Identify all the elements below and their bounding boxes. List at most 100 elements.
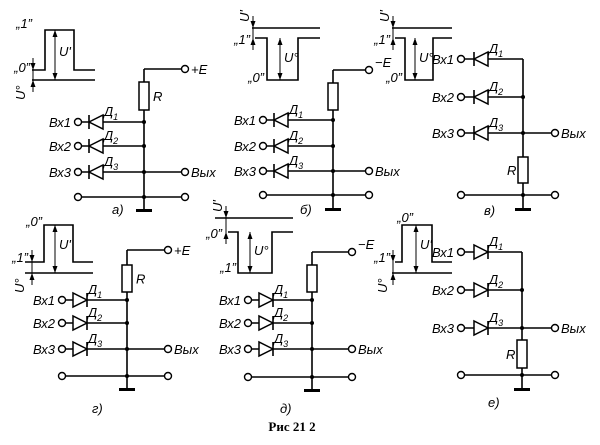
diode-icon bbox=[87, 113, 104, 131]
diode-label: Д2 bbox=[86, 305, 102, 323]
common-terminal bbox=[550, 370, 560, 380]
arrow-head bbox=[390, 255, 396, 262]
input-label: Вх2 bbox=[432, 90, 455, 105]
input-label: Вх1 bbox=[432, 52, 454, 67]
waveform-a: U'U°„1”„0” bbox=[13, 16, 95, 100]
input-terminal bbox=[73, 117, 83, 127]
input-terminal bbox=[57, 318, 67, 328]
ground-icon bbox=[119, 388, 135, 391]
supply-label: +E bbox=[174, 243, 191, 258]
panel-label: г) bbox=[92, 401, 103, 416]
diode-label: Д1 bbox=[487, 234, 503, 252]
input-label: Вх1 bbox=[33, 293, 55, 308]
arrow-head bbox=[29, 273, 35, 280]
common-terminal bbox=[57, 371, 67, 381]
input-terminal bbox=[73, 167, 83, 177]
level-0-label: „0” bbox=[247, 70, 265, 85]
diode-icon bbox=[272, 137, 289, 155]
u0-label: U° bbox=[419, 50, 434, 65]
common-terminal bbox=[364, 190, 374, 200]
input-label: Вх3 bbox=[49, 165, 72, 180]
waveform bbox=[395, 37, 452, 81]
u1-label: U' bbox=[59, 44, 71, 59]
figure-caption: Рис 21 2 bbox=[268, 419, 315, 434]
output-terminal bbox=[347, 344, 357, 354]
input-label: Вх2 bbox=[432, 283, 455, 298]
input-label: Вх1 bbox=[49, 115, 71, 130]
input-label: Вх1 bbox=[432, 245, 454, 260]
arrow-head bbox=[390, 273, 396, 280]
common-terminal bbox=[73, 192, 83, 202]
ground-icon bbox=[136, 209, 152, 212]
arrow-head bbox=[29, 255, 35, 262]
diode-label: Д3 bbox=[487, 115, 503, 133]
arrow-head bbox=[30, 63, 36, 70]
input-label: Вх3 bbox=[219, 342, 242, 357]
diode-icon bbox=[258, 291, 275, 309]
ground-icon bbox=[514, 388, 530, 391]
diode-label: Д1 bbox=[487, 41, 503, 59]
arrow-head bbox=[412, 38, 418, 45]
supply-terminal bbox=[347, 247, 357, 257]
waveform-g: U'U°„0”„1” bbox=[11, 214, 93, 293]
waveform-d: U'U°„0”„1” bbox=[205, 200, 293, 275]
common-terminal bbox=[456, 190, 466, 200]
diode-label: Д3 bbox=[272, 331, 288, 349]
arrow-head bbox=[250, 21, 256, 28]
diode-label: Д1 bbox=[86, 282, 102, 300]
waveform bbox=[395, 224, 452, 263]
diode-label: Д2 bbox=[287, 128, 303, 146]
arrow-head bbox=[390, 38, 396, 45]
u0-label: U° bbox=[375, 278, 390, 293]
waveform-v: U'U°„1”„0” bbox=[373, 10, 452, 85]
arrow-head bbox=[52, 30, 58, 37]
diode-label: Д2 bbox=[487, 272, 503, 290]
common-terminal bbox=[258, 190, 268, 200]
diode-icon bbox=[473, 243, 490, 261]
common-terminal bbox=[347, 372, 357, 382]
resistor-label: R bbox=[506, 347, 515, 362]
diode-icon bbox=[473, 319, 490, 337]
u1-label: U' bbox=[420, 237, 432, 252]
output-label: Вых bbox=[561, 126, 586, 141]
diode-label: Д2 bbox=[272, 305, 288, 323]
waveform bbox=[25, 224, 93, 263]
common-terminal bbox=[550, 190, 560, 200]
input-label: Вх3 bbox=[432, 321, 455, 336]
input-terminal bbox=[258, 115, 268, 125]
output-label: Вых bbox=[174, 342, 199, 357]
waveform-b: U'U°„1”„0” bbox=[233, 10, 320, 85]
diode-label: Д3 bbox=[287, 153, 303, 171]
common-terminal bbox=[243, 372, 253, 382]
input-terminal bbox=[456, 285, 466, 295]
arrow-head bbox=[223, 232, 229, 239]
resistor-icon bbox=[327, 82, 339, 111]
input-label: Вх2 bbox=[219, 316, 242, 331]
waveform bbox=[32, 29, 95, 71]
diode-icon bbox=[472, 50, 489, 68]
level-1-label: „1” bbox=[233, 32, 251, 47]
input-label: Вх1 bbox=[234, 113, 256, 128]
input-terminal bbox=[57, 344, 67, 354]
level-0-label: „0” bbox=[13, 60, 31, 75]
arrow-head bbox=[30, 80, 36, 87]
arrow-head bbox=[413, 225, 419, 232]
panel-label: б) bbox=[300, 202, 312, 217]
u0-label: U° bbox=[13, 85, 28, 100]
level-0-label: „0” bbox=[396, 210, 414, 225]
output-label: Вых bbox=[375, 164, 400, 179]
resistor-label: R bbox=[136, 272, 145, 287]
panel-label: д) bbox=[280, 401, 292, 416]
diode-label: Д3 bbox=[86, 331, 102, 349]
diode-label: Д1 bbox=[102, 104, 118, 122]
resistor-label: R bbox=[507, 163, 516, 178]
u1-label: U' bbox=[59, 237, 71, 252]
u0-label: U° bbox=[254, 243, 269, 258]
waveform bbox=[228, 231, 293, 274]
